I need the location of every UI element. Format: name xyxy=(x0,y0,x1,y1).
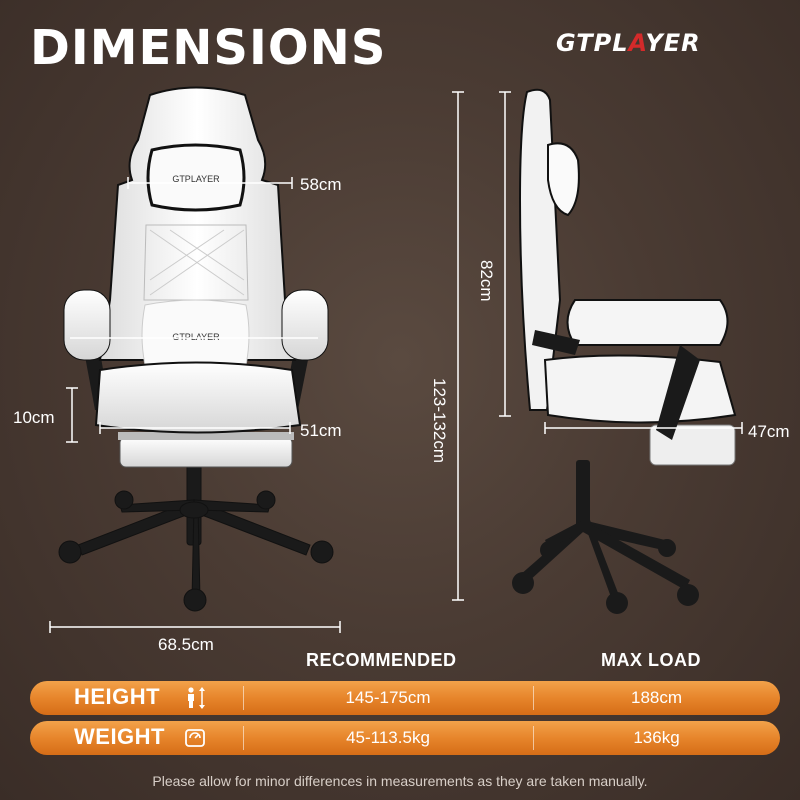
height-row: HEIGHT 145-175cm 188cm xyxy=(30,681,780,715)
cushion-thickness-label: 10cm xyxy=(13,408,55,427)
height-row-label: HEIGHT xyxy=(74,684,161,709)
seat-depth-label: 47cm xyxy=(748,422,790,441)
page-title: DIMENSIONS xyxy=(30,20,387,76)
column-header-recommended: RECOMMENDED xyxy=(306,650,457,670)
weight-row: WEIGHT 45-113.5kg 136kg xyxy=(30,721,780,755)
backrest-height-label: 82cm xyxy=(477,260,496,302)
weight-divider-1 xyxy=(243,726,244,750)
disclaimer-text: Please allow for minor differences in me… xyxy=(152,773,648,789)
weight-max-value: 136kg xyxy=(633,728,680,747)
column-header-max-load: MAX LOAD xyxy=(601,650,701,670)
weight-divider-2 xyxy=(533,726,534,750)
height-max-value: 188cm xyxy=(630,688,683,707)
brand-logo: GTPLAYER xyxy=(556,29,701,57)
weight-row-label: WEIGHT xyxy=(74,724,165,749)
total-height-label: 123-132cm xyxy=(430,378,449,464)
lumbar-logo: GTPLAYER xyxy=(172,332,220,342)
height-recommended-value: 145-175cm xyxy=(345,688,431,707)
weight-recommended-value: 45-113.5kg xyxy=(346,728,430,747)
height-divider-2 xyxy=(533,686,534,710)
backrest-width-label: 58cm xyxy=(300,175,342,194)
seat-width-label: 51cm xyxy=(300,421,342,440)
scale-icon xyxy=(185,729,205,747)
base-width-label: 68.5cm xyxy=(158,635,214,654)
person-height-icon xyxy=(188,687,205,709)
height-divider-1 xyxy=(243,686,244,710)
headrest-logo: GTPLAYER xyxy=(172,174,220,184)
